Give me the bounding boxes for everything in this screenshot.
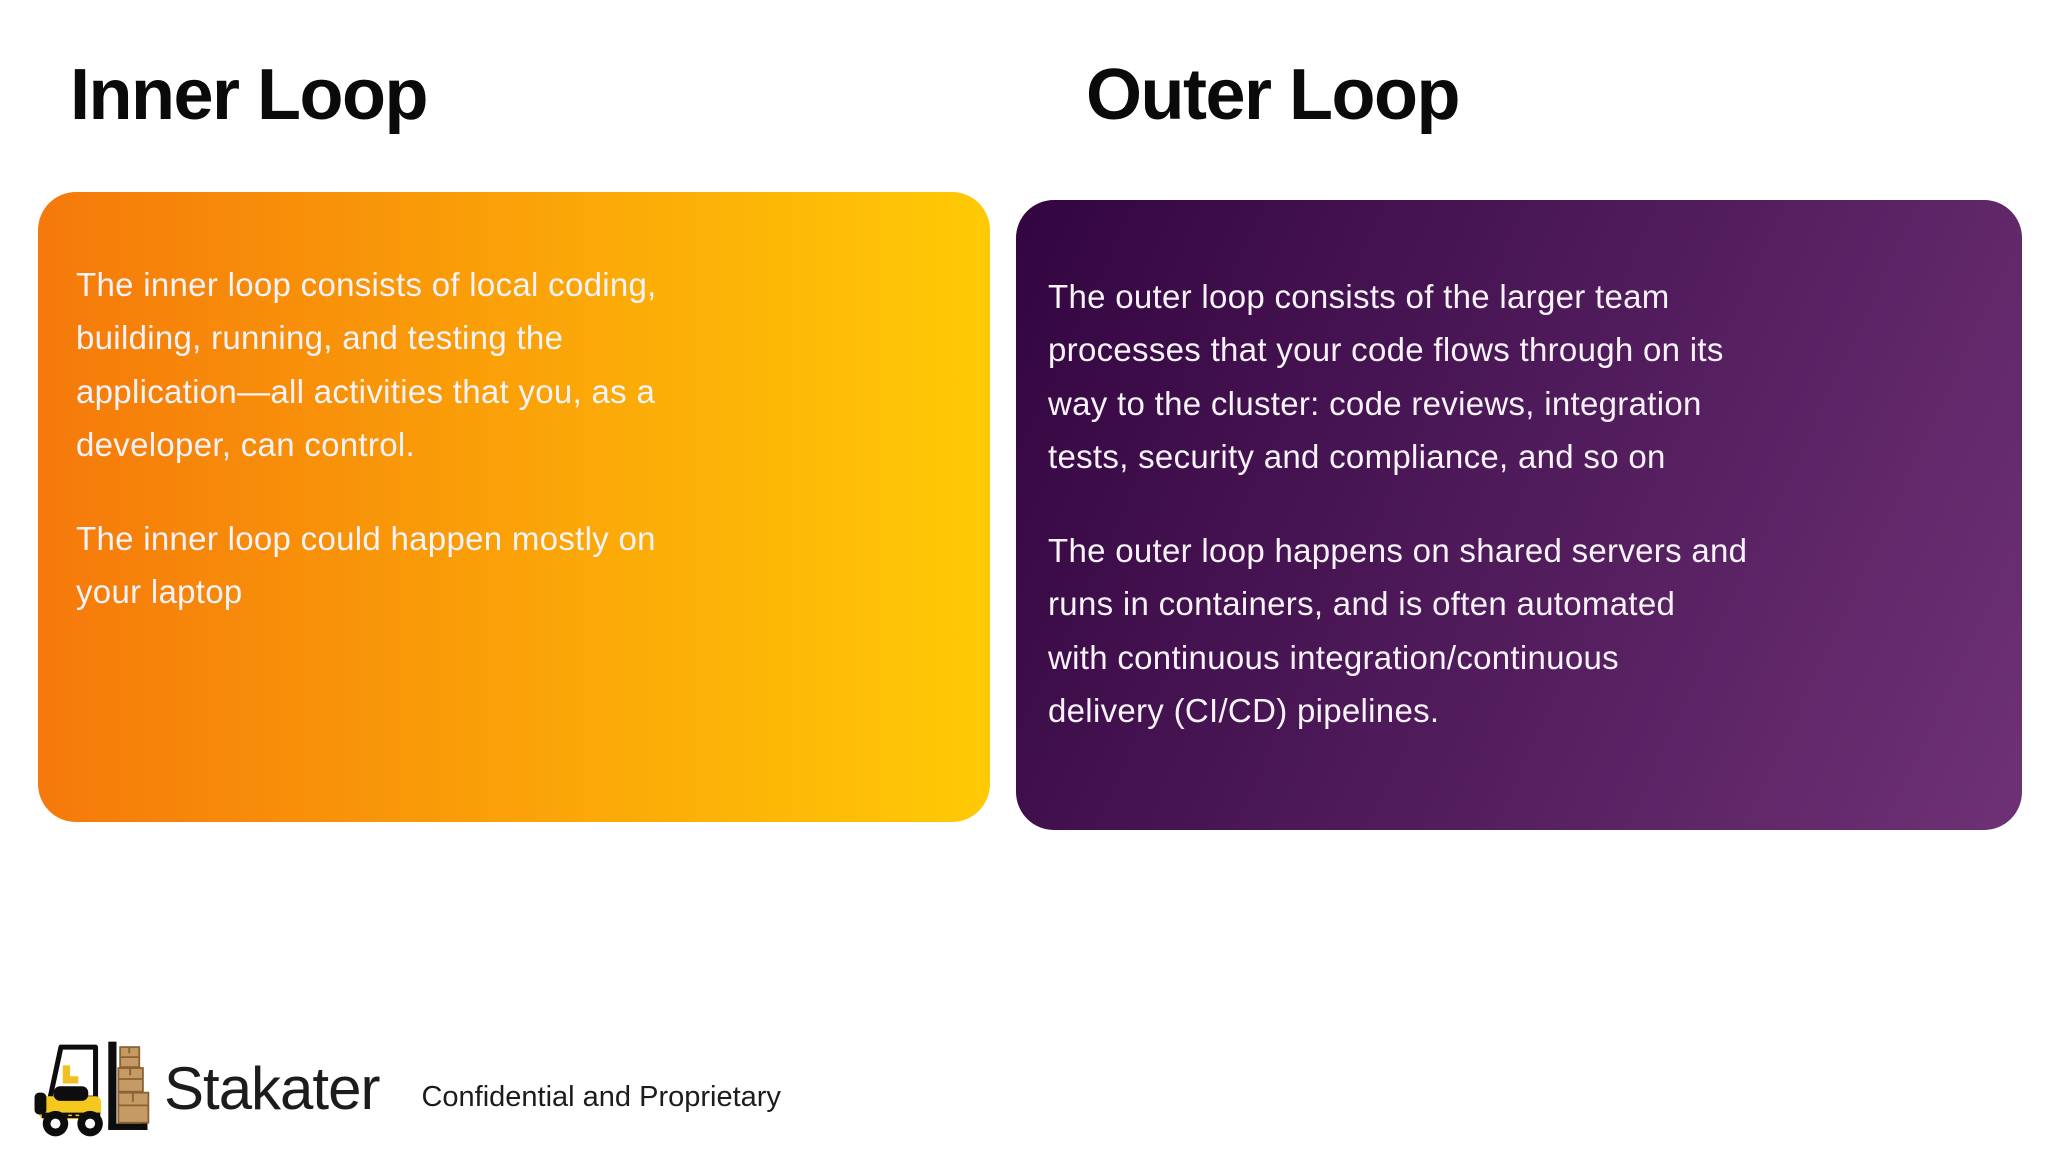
footer: Stakater Confidential and Proprietary [28,1038,781,1140]
inner-loop-card: The inner loop consists of local coding,… [38,192,990,822]
outer-loop-card: The outer loop consists of the larger te… [1016,200,2022,830]
confidentiality-note: Confidential and Proprietary [421,1080,781,1113]
inner-loop-paragraph-2: The inner loop could happen mostly on yo… [76,519,656,611]
stakater-forklift-logo-icon [28,1038,154,1140]
outer-loop-heading: Outer Loop [1086,55,1460,135]
outer-loop-paragraph-2: The outer loop happens on shared servers… [1048,531,1748,730]
inner-loop-heading: Inner Loop [70,55,428,135]
outer-loop-paragraph-1: The outer loop consists of the larger te… [1048,278,1724,476]
inner-loop-paragraph-1: The inner loop consists of local coding,… [76,266,657,464]
brand-wordmark: Stakater [164,1055,380,1122]
